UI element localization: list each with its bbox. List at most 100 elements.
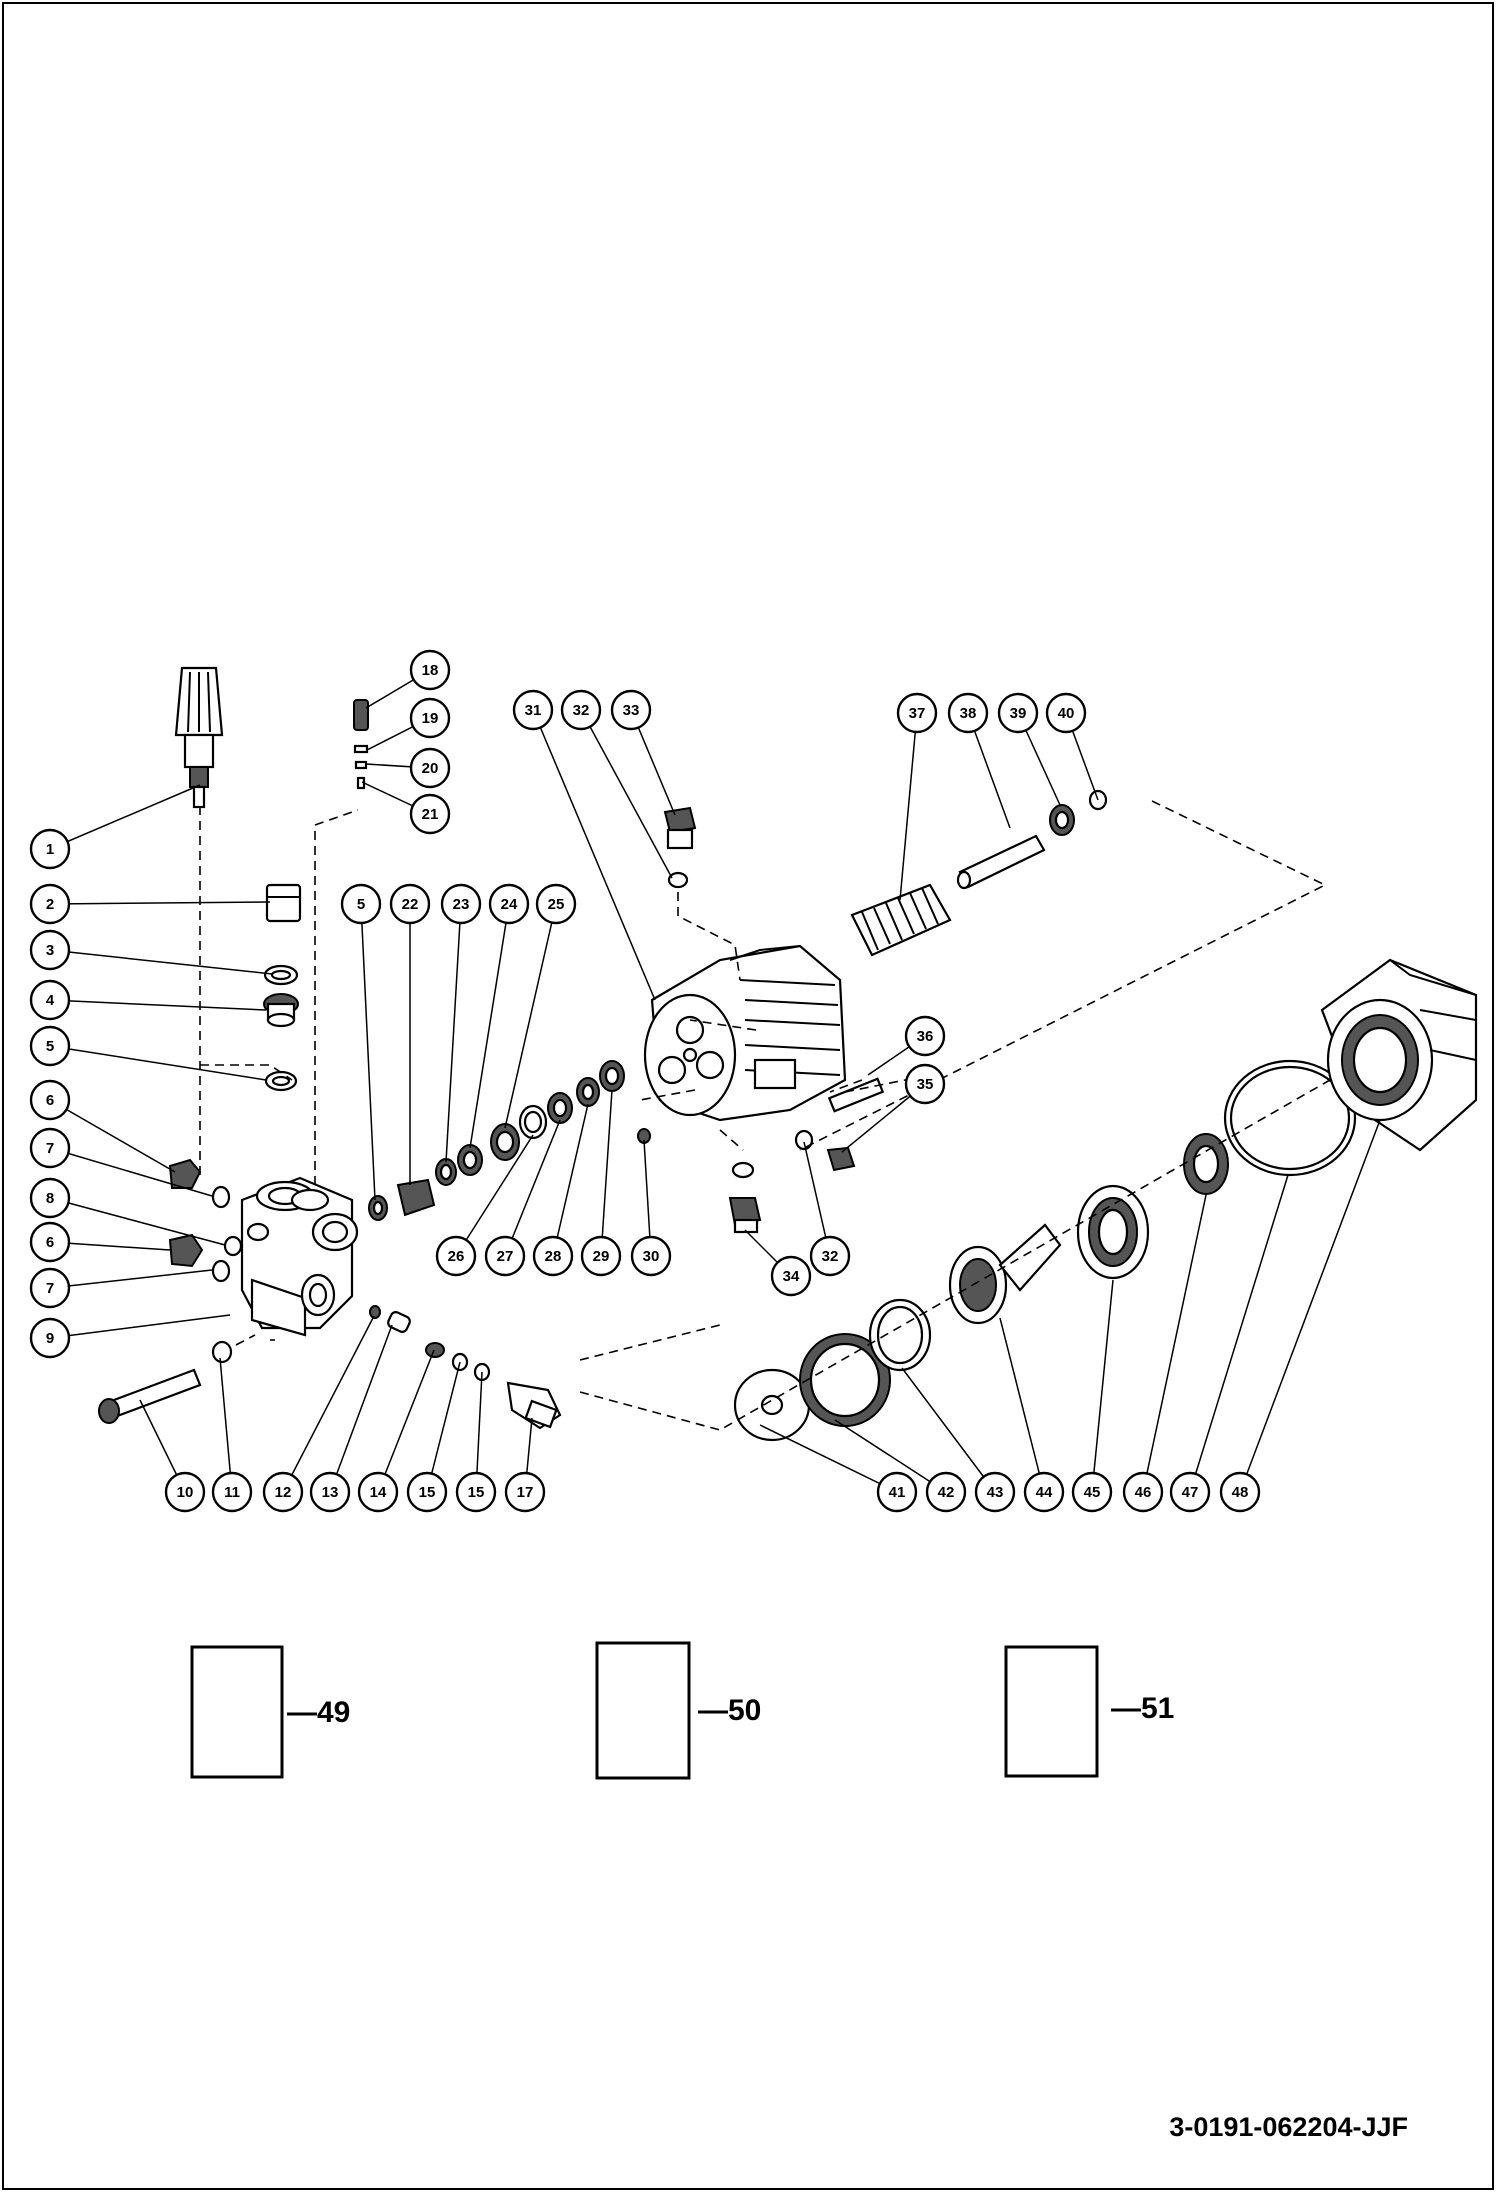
callout-circle [512, 689, 554, 731]
leader-line [834, 1419, 947, 1493]
leader-line [967, 712, 1011, 829]
callout-15: 15 [406, 1471, 448, 1513]
callout-circle [997, 692, 1039, 734]
callout-circle [29, 883, 71, 925]
callout-number: 31 [525, 702, 542, 719]
callout-5: 5 [340, 883, 382, 925]
callout-number: 11 [224, 1484, 240, 1501]
callout-circle [1169, 1471, 1211, 1513]
callout-circle [974, 1471, 1016, 1513]
callout-number: 27 [497, 1248, 514, 1265]
bolt-and-plug-parts [826, 1077, 885, 1172]
leader-line [49, 1269, 213, 1289]
callout-circle [29, 1317, 71, 1359]
callout-number: 47 [1182, 1484, 1199, 1501]
outlet-fitting-parts [369, 1305, 562, 1430]
callout-number: 1 [46, 841, 54, 858]
callout-31: 31 [512, 689, 554, 731]
callout-32: 32 [809, 1235, 851, 1277]
callout-2: 2 [29, 883, 71, 925]
callout-circle [560, 689, 602, 731]
callout-15: 15 [455, 1471, 497, 1513]
callout-number: 19 [422, 710, 439, 727]
callout-circle [29, 1079, 71, 1121]
callout-circle [262, 1471, 304, 1513]
callout-28: 28 [532, 1235, 574, 1277]
fitting-part [663, 806, 697, 889]
callout-number: 5 [357, 896, 365, 913]
callout-circle [904, 1015, 946, 1057]
leader-line [49, 1045, 267, 1081]
callout-21: 21 [409, 793, 451, 835]
callout-circle [947, 692, 989, 734]
callout-6: 6 [29, 1221, 71, 1263]
callout-5: 5 [29, 1025, 71, 1067]
callout-circle [389, 883, 431, 925]
callout-circle [409, 747, 451, 789]
unloader-valve-part [174, 666, 224, 809]
leader-line [49, 1197, 226, 1246]
callout-circle [164, 1471, 206, 1513]
callout-circle [535, 883, 577, 925]
piston-seal-parts [368, 1060, 651, 1221]
callout-41: 41 [876, 1471, 918, 1513]
callout-8: 8 [29, 1177, 71, 1219]
leader-line [552, 1103, 589, 1257]
callout-6: 6 [29, 1079, 71, 1121]
callout-number: 3 [46, 942, 54, 959]
callout-circle [29, 1177, 71, 1219]
callout-22: 22 [389, 883, 431, 925]
callout-number: 5 [46, 1038, 54, 1055]
callout-circle [488, 883, 530, 925]
callout-number: 6 [46, 1092, 54, 1109]
callout-number: 20 [422, 760, 439, 777]
callout-circle [29, 979, 71, 1021]
callout-number: 18 [422, 662, 439, 679]
callout-38: 38 [947, 692, 989, 734]
kit-label-49: —49 [287, 1696, 350, 1729]
callout-24: 24 [488, 883, 530, 925]
callout-7: 7 [29, 1267, 71, 1309]
leader-line [445, 903, 462, 1163]
callout-number: 4 [46, 992, 55, 1009]
callout-18: 18 [409, 649, 451, 691]
callout-number: 45 [1084, 1484, 1101, 1501]
callout-4: 4 [29, 979, 71, 1021]
leader-line [469, 903, 510, 1149]
bolt-part [98, 1368, 202, 1424]
callout-48: 48 [1219, 1471, 1261, 1513]
callout-number: 46 [1135, 1484, 1152, 1501]
callout-number: 29 [593, 1248, 610, 1265]
callout-3: 3 [29, 929, 71, 971]
callout-9: 9 [29, 1317, 71, 1359]
callout-number: 41 [889, 1484, 906, 1501]
callout-circle [876, 1471, 918, 1513]
callout-circle [809, 1235, 851, 1277]
callout-circle [532, 1235, 574, 1277]
leader-line [377, 1349, 435, 1493]
leader-line [1091, 1279, 1114, 1493]
callout-number: 28 [545, 1248, 562, 1265]
leader-line [49, 1147, 213, 1197]
callout-44: 44 [1023, 1471, 1065, 1513]
callout-circle [1023, 1471, 1065, 1513]
callout-number: 22 [402, 896, 419, 913]
callout-1: 1 [29, 828, 71, 870]
kit-box-49: —49 [190, 1645, 350, 1779]
leader-line [580, 709, 673, 879]
callout-circle [29, 1025, 71, 1067]
callout-number: 32 [573, 702, 590, 719]
callout-circle [1071, 1471, 1113, 1513]
callout-number: 37 [909, 705, 926, 722]
callout-46: 46 [1122, 1471, 1164, 1513]
assembly-dash-lines [199, 800, 1331, 1431]
cylinder-head-part [643, 944, 847, 1122]
callout-37: 37 [896, 692, 938, 734]
leader-line [360, 903, 376, 1201]
drain-plug-part [728, 1161, 762, 1234]
leader-line [455, 1134, 534, 1257]
callout-27: 27 [484, 1235, 526, 1277]
callout-circle [29, 1267, 71, 1309]
callout-circle [1122, 1471, 1164, 1513]
